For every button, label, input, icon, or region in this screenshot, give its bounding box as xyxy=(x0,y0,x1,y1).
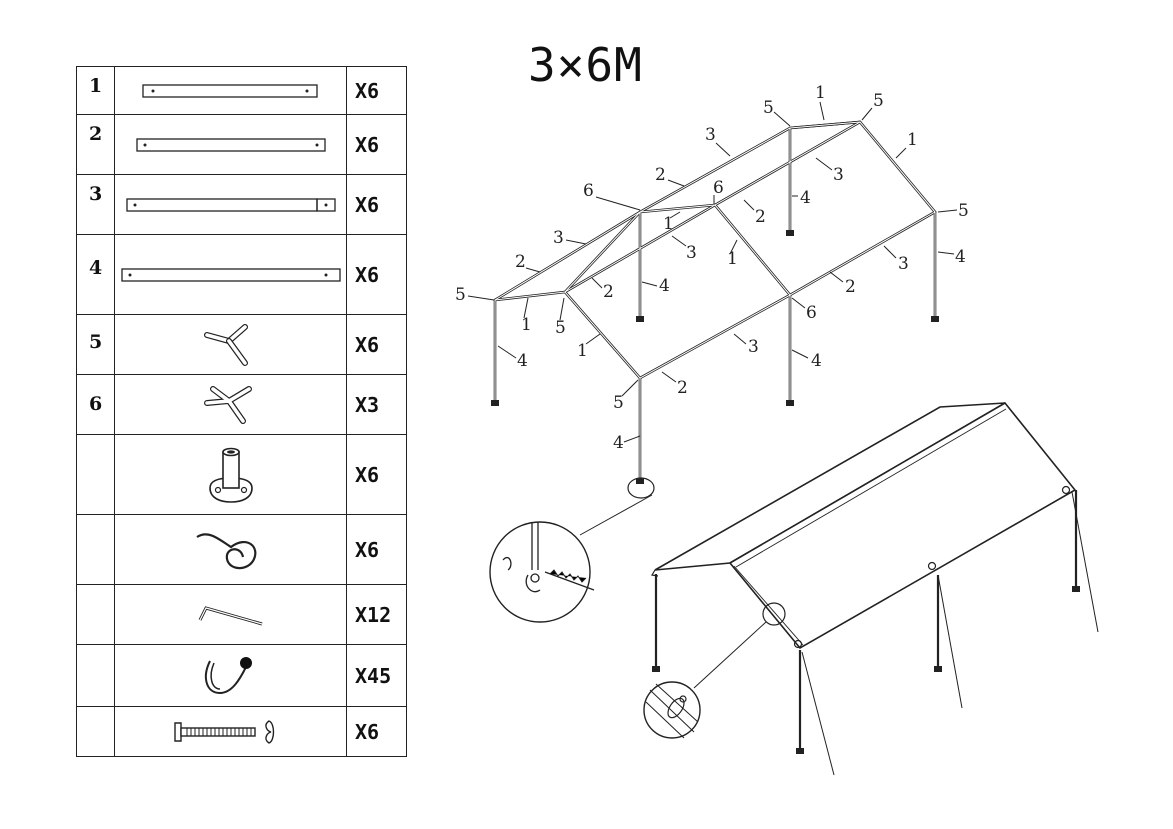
frame-part-label: 2 xyxy=(755,207,766,227)
frame-part-label: 3 xyxy=(833,165,844,185)
frame-part-label: 4 xyxy=(955,247,966,267)
part-illustration xyxy=(114,314,347,375)
part-quantity: X6 xyxy=(346,174,407,235)
frame-part-label: 4 xyxy=(659,276,670,296)
part-number xyxy=(76,434,115,515)
table-row: 5 X6 xyxy=(76,314,407,375)
frame-part-label: 1 xyxy=(815,83,826,103)
frame-part-label: 6 xyxy=(806,303,817,323)
frame-part-label: 5 xyxy=(958,201,969,221)
frame-part-label: 2 xyxy=(655,165,666,185)
frame-part-label: 5 xyxy=(873,91,884,111)
frame-part-label: 3 xyxy=(748,337,759,357)
allen-key-icon xyxy=(198,605,262,625)
part-number xyxy=(76,514,115,585)
part-illustration xyxy=(114,174,347,235)
part-quantity: X6 xyxy=(346,514,407,585)
part-number: 6 xyxy=(76,374,115,435)
table-row: 1 X6 xyxy=(76,66,407,115)
screw-and-wingnut-icon xyxy=(173,719,274,744)
frame-part-label: 4 xyxy=(517,351,528,371)
tie-down-detail-circle xyxy=(643,681,701,739)
frame-part-label: 5 xyxy=(555,318,566,338)
long-pole-with-joint-icon xyxy=(125,197,336,212)
table-row: 2 X6 xyxy=(76,114,407,175)
frame-part-label: 1 xyxy=(521,315,532,335)
table-row: X45 xyxy=(76,644,407,707)
part-number: 4 xyxy=(76,234,115,315)
frame-part-label: 5 xyxy=(763,98,774,118)
part-number xyxy=(76,644,115,707)
frame-part-label: 6 xyxy=(713,178,724,198)
frame-part-label: 1 xyxy=(907,130,918,150)
frame-part-label: 3 xyxy=(686,243,697,263)
short-pole-icon xyxy=(141,83,318,98)
part-illustration xyxy=(114,706,347,757)
frame-part-label: 3 xyxy=(553,228,564,248)
foot-plate-icon xyxy=(208,447,253,503)
frame-part-label: 5 xyxy=(613,393,624,413)
frame-part-label: 1 xyxy=(663,214,674,234)
frame-part-label: 3 xyxy=(898,254,909,274)
foot-detail-marker xyxy=(627,477,655,499)
part-number: 1 xyxy=(76,66,115,115)
table-row: X12 xyxy=(76,584,407,645)
leg-pole-icon xyxy=(120,267,341,282)
frame-part-label: 4 xyxy=(800,188,811,208)
part-illustration xyxy=(114,114,347,175)
part-number xyxy=(76,584,115,645)
frame-part-label: 4 xyxy=(613,433,624,453)
part-illustration xyxy=(114,514,347,585)
part-number xyxy=(76,706,115,757)
part-illustration xyxy=(114,644,347,707)
frame-part-label: 2 xyxy=(845,277,856,297)
frame-part-label: 1 xyxy=(727,249,738,269)
part-number: 5 xyxy=(76,314,115,375)
part-quantity: X6 xyxy=(346,66,407,115)
frame-diagram xyxy=(493,120,937,482)
part-number: 2 xyxy=(76,114,115,175)
ball-bungee-hook-icon xyxy=(204,656,252,694)
part-quantity: X6 xyxy=(346,706,407,757)
part-quantity: X6 xyxy=(346,434,407,515)
tent-assembly-diagram: 1 5 5 3 1 3 2 6 6 4 1 2 5 3 3 1 4 3 2 4 … xyxy=(455,83,1099,776)
part-illustration xyxy=(114,374,347,435)
table-row: 6 X3 xyxy=(76,374,407,435)
medium-pole-icon xyxy=(135,137,326,152)
center-connector-icon xyxy=(203,385,252,424)
part-quantity: X6 xyxy=(346,314,407,375)
page-title: 3×6M xyxy=(528,38,643,92)
part-quantity: X6 xyxy=(346,114,407,175)
canopy-diagram xyxy=(643,401,1099,776)
part-quantity: X12 xyxy=(346,584,407,645)
table-row: X6 xyxy=(76,434,407,515)
parts-table: 1 X6 2 X6 3 xyxy=(76,66,407,757)
frame-part-label: 2 xyxy=(515,252,526,272)
table-row: 4 X6 xyxy=(76,234,407,315)
frame-part-label: 2 xyxy=(603,282,614,302)
part-quantity: X45 xyxy=(346,644,407,707)
table-row: X6 xyxy=(76,514,407,585)
frame-part-label: 4 xyxy=(811,351,822,371)
frame-part-label: 5 xyxy=(455,285,466,305)
corner-connector-icon xyxy=(203,323,248,366)
table-row: X6 xyxy=(76,706,407,757)
frame-part-label: 2 xyxy=(677,378,688,398)
part-quantity: X6 xyxy=(346,234,407,315)
part-illustration xyxy=(114,234,347,315)
part-illustration xyxy=(114,66,347,115)
part-illustration xyxy=(114,434,347,515)
frame-part-labels: 1 5 5 3 1 3 2 6 6 4 1 2 5 3 3 1 4 3 2 4 … xyxy=(455,83,969,453)
bungee-cord-icon xyxy=(195,532,256,569)
part-illustration xyxy=(114,584,347,645)
part-quantity: X3 xyxy=(346,374,407,435)
frame-part-label: 1 xyxy=(577,341,588,361)
stake-detail-circle xyxy=(489,521,595,623)
table-row: 3 X6 xyxy=(76,174,407,235)
frame-part-label: 6 xyxy=(583,181,594,201)
part-number: 3 xyxy=(76,174,115,235)
frame-part-label: 3 xyxy=(705,125,716,145)
